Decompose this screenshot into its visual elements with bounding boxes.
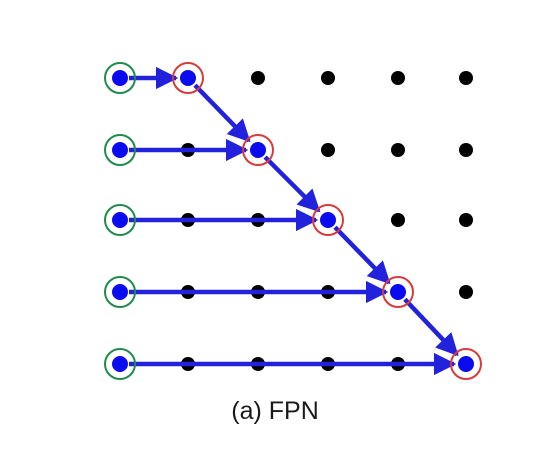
input-ring bbox=[104, 276, 136, 308]
output-node bbox=[320, 212, 336, 228]
top-down-arrow bbox=[263, 155, 321, 213]
output-ring bbox=[312, 204, 344, 236]
grid-node bbox=[459, 71, 473, 85]
input-ring bbox=[104, 134, 136, 166]
grid-node bbox=[459, 213, 473, 227]
grid-node bbox=[459, 285, 473, 299]
top-down-arrow bbox=[333, 225, 391, 285]
output-node bbox=[250, 142, 266, 158]
ring-layer bbox=[104, 62, 482, 380]
grid-node bbox=[391, 71, 405, 85]
output-node bbox=[390, 284, 406, 300]
input-node bbox=[112, 356, 128, 372]
output-ring bbox=[242, 134, 274, 166]
grid-node bbox=[391, 143, 405, 157]
top-down-arrow bbox=[193, 83, 251, 143]
input-node bbox=[112, 212, 128, 228]
output-ring bbox=[450, 348, 482, 380]
input-node bbox=[112, 284, 128, 300]
top-down-arrow bbox=[403, 297, 459, 357]
active-node-layer bbox=[112, 70, 474, 372]
figure-caption: (a) FPN bbox=[231, 397, 319, 425]
grid-node bbox=[321, 71, 335, 85]
input-ring bbox=[104, 62, 136, 94]
input-ring bbox=[104, 348, 136, 380]
edge-layer bbox=[129, 66, 459, 376]
grid-node bbox=[251, 71, 265, 85]
grid-node bbox=[321, 143, 335, 157]
output-node bbox=[458, 356, 474, 372]
input-node bbox=[112, 70, 128, 86]
grid-node bbox=[391, 213, 405, 227]
output-node bbox=[180, 70, 196, 86]
input-ring bbox=[104, 204, 136, 236]
output-ring bbox=[172, 62, 204, 94]
input-node bbox=[112, 142, 128, 158]
grid-node bbox=[459, 143, 473, 157]
output-ring bbox=[382, 276, 414, 308]
